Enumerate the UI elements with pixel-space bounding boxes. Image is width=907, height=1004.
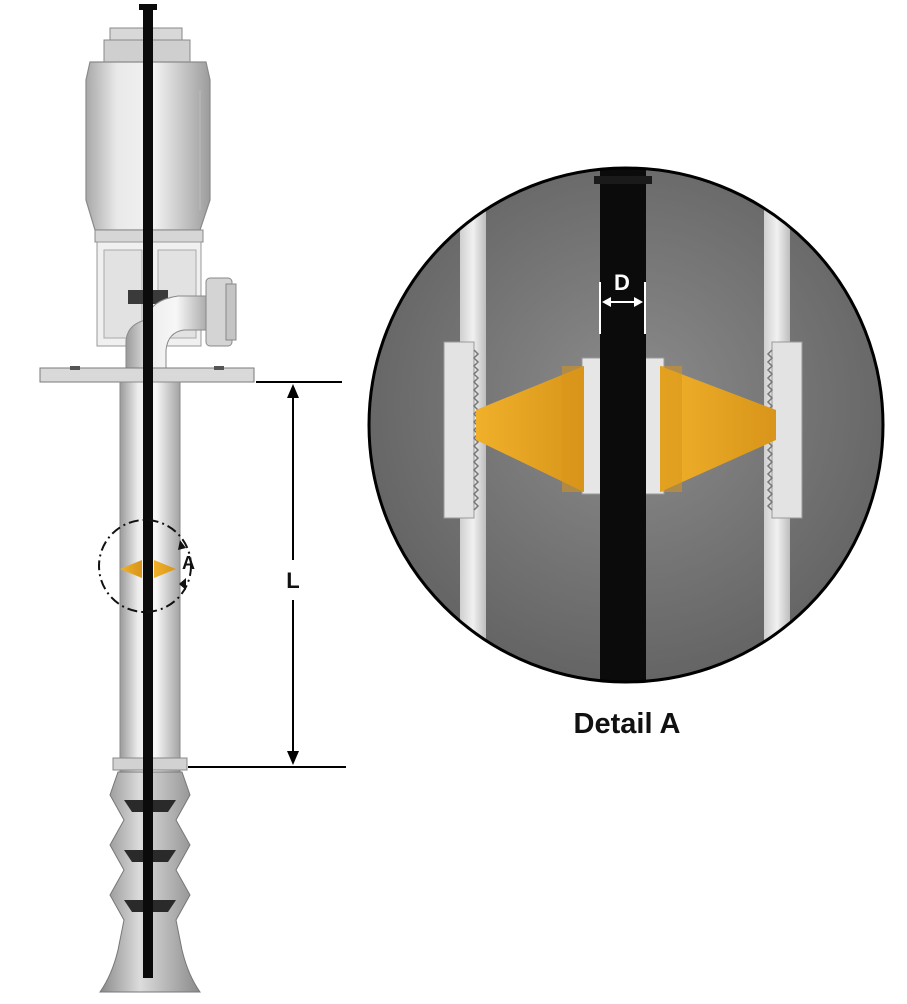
detail-caption: Detail A: [574, 708, 681, 740]
detail-a-view: D: [367, 166, 885, 684]
diameter-label: D: [614, 270, 630, 295]
detail-circle-border: [367, 166, 885, 684]
detail-shaft: [600, 168, 646, 682]
pump-shaft: [143, 6, 153, 978]
length-dimension: [188, 381, 346, 768]
detail-marker-label: A: [182, 553, 195, 573]
bearing-spider-left: [476, 366, 584, 492]
pump-assembly: A: [39, 4, 255, 993]
length-label: L: [286, 568, 299, 593]
bearing-spider-right: [660, 366, 776, 492]
column-bearing: [120, 560, 176, 578]
detail-marker: [98, 519, 192, 613]
diameter-dimension: [599, 282, 646, 334]
